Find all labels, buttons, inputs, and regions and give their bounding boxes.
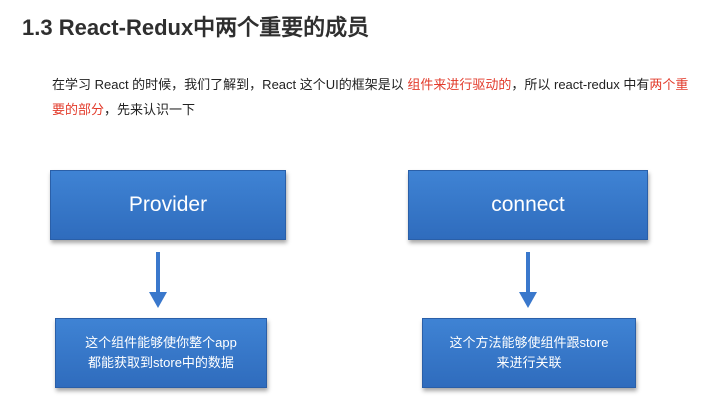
connect-desc-line-2: 来进行关联 (496, 355, 562, 370)
provider-desc-line-1: 这个组件能够使你整个app (85, 335, 237, 350)
intro-highlight-2: 两个重要的部分 (52, 77, 689, 117)
connect-desc-line-1: 这个方法能够使组件跟store (449, 335, 609, 350)
connect-description-box: 这个方法能够使组件跟store 来进行关联 (422, 318, 636, 388)
intro-text-3: ，先来认识一下 (104, 102, 196, 117)
provider-desc-line-2: 都能获取到store中的数据 (88, 355, 234, 370)
intro-paragraph: 在学习 React 的时候，我们了解到，React 这个UI的框架是以 组件来进… (52, 72, 692, 122)
down-arrow-icon (519, 252, 537, 308)
provider-label: Provider (128, 193, 208, 216)
down-arrow-icon (149, 252, 167, 308)
provider-box: Provider (50, 170, 286, 240)
connect-box: connect (408, 170, 648, 240)
intro-text-1: 在学习 React 的时候，我们了解到，React 这个UI的框架是以 (52, 77, 408, 92)
connect-label: connect (491, 193, 565, 216)
intro-text-2: ，所以 react-redux 中有 (511, 77, 650, 92)
provider-description-box: 这个组件能够使你整个app 都能获取到store中的数据 (55, 318, 267, 388)
intro-highlight-1: 组件来进行驱动的 (407, 77, 512, 92)
slide-title: 1.3 React-Redux中两个重要的成员 (22, 15, 370, 40)
